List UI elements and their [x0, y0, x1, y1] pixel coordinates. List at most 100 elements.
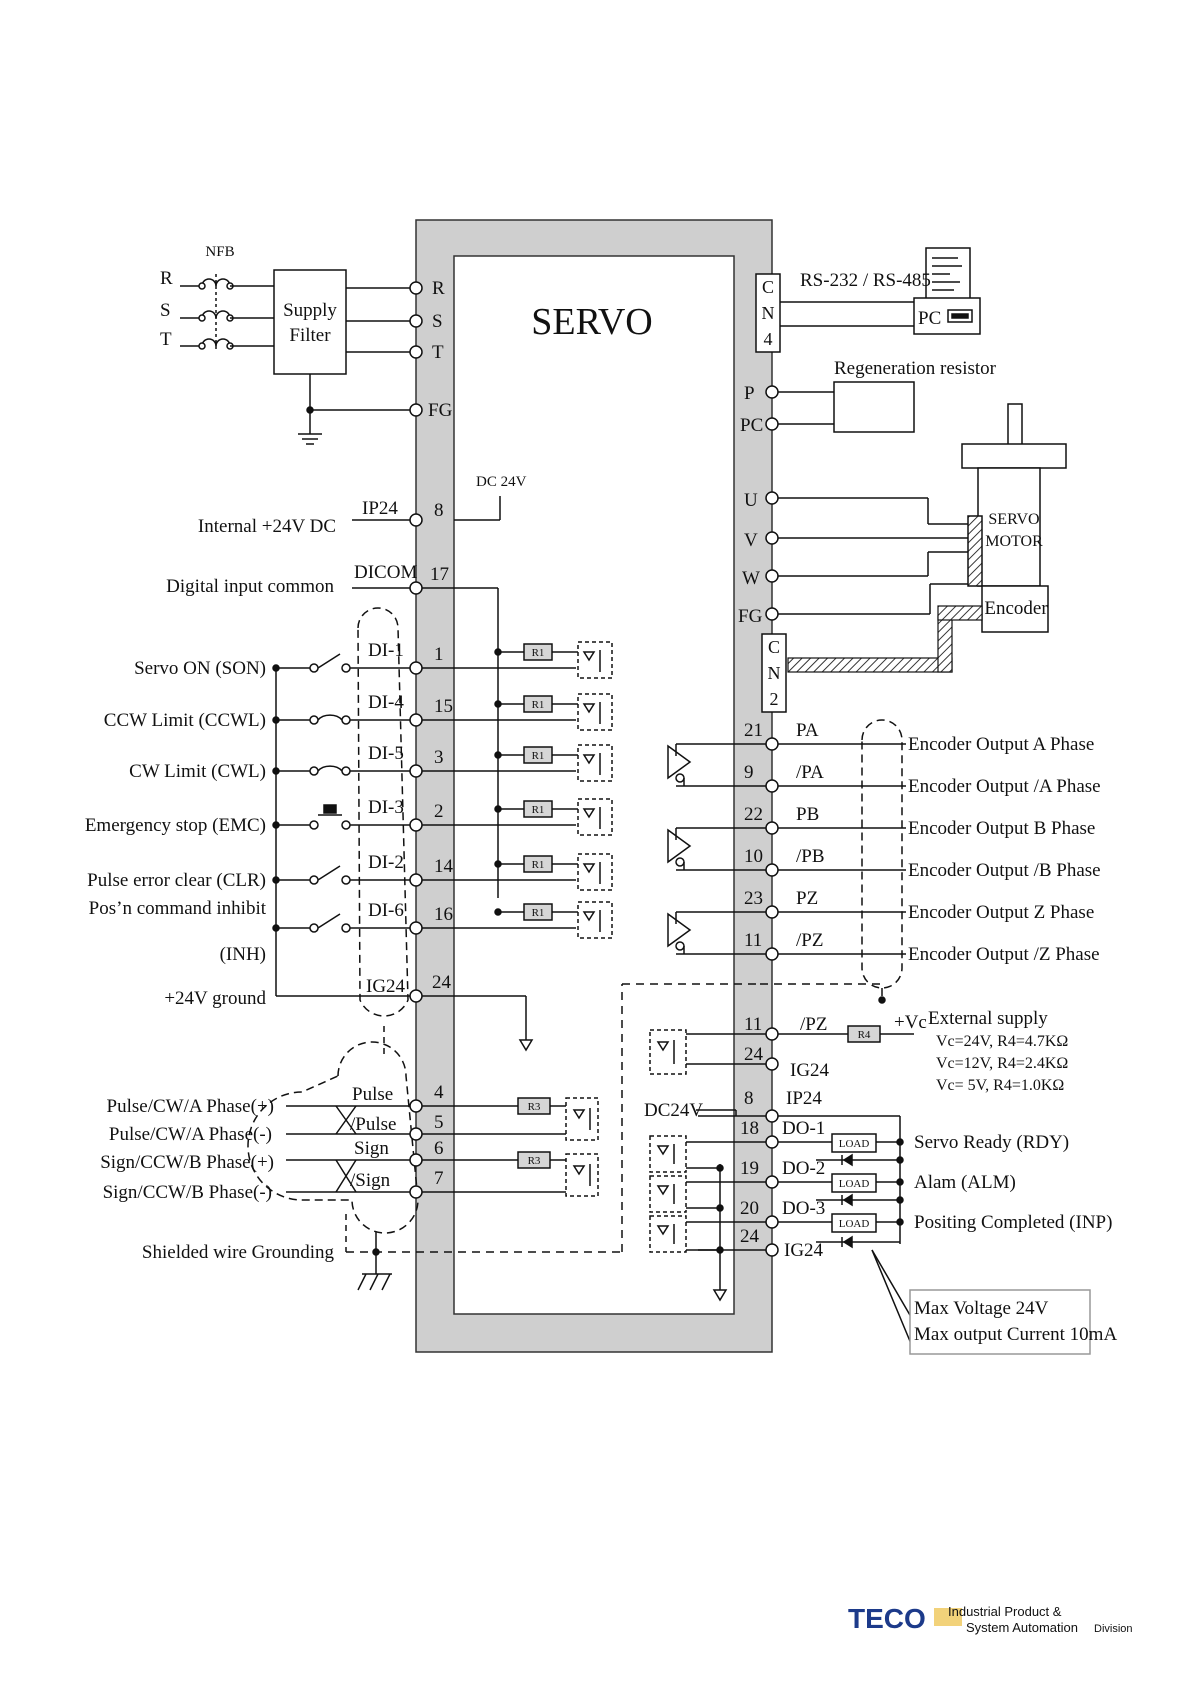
switch-contact	[309, 923, 319, 933]
ground-symbol	[298, 433, 322, 445]
do3-pin: 20	[740, 1198, 759, 1219]
servo-title: SERVO	[531, 301, 653, 343]
nfb-breaker	[180, 274, 274, 352]
terminal-t-label: T	[432, 342, 444, 363]
switch-blade	[317, 865, 341, 881]
line-driver	[667, 912, 692, 948]
regen-label: Regeneration resistor	[834, 358, 997, 379]
estop-button	[323, 804, 337, 814]
dc24v-out-label: DC24V	[644, 1100, 703, 1121]
encoder-pin: 22	[744, 804, 763, 825]
pulse-input-wiring	[247, 983, 760, 1291]
terminal-pin	[409, 661, 423, 675]
encoder-signal: /PB	[796, 846, 825, 867]
encoder-cable	[787, 605, 983, 673]
terminal-p-label: P	[744, 383, 755, 404]
switch-contact	[309, 766, 319, 776]
r1-junction	[494, 860, 502, 868]
switch-contact	[309, 663, 319, 673]
encoder-pin: 10	[744, 846, 763, 867]
nsign-signal: /Sign	[350, 1170, 391, 1191]
ig24-signal: IG24	[366, 976, 406, 997]
teco-line2a: System Automation	[966, 1620, 1078, 1635]
encoder-output-enclosure	[760, 719, 903, 1004]
do2-signal: DO-2	[782, 1158, 825, 1179]
terminal-fg-label: FG	[428, 400, 453, 421]
load-label-2: LOAD	[839, 1178, 870, 1190]
ip24-pin: 8	[434, 500, 444, 521]
nfb-label: NFB	[205, 244, 234, 260]
phase-s-label: S	[160, 300, 171, 321]
switch-blade	[317, 653, 341, 669]
optocoupler	[577, 798, 613, 836]
r3-label-1: R3	[528, 1101, 541, 1113]
optocoupler	[577, 693, 613, 731]
pin-7: 7	[434, 1168, 444, 1189]
r1-label: R1	[532, 907, 545, 919]
encoder-output-row: 9/PA Encoder Output /A Phase	[676, 762, 1101, 797]
encoder-pin: 23	[744, 888, 763, 909]
encoder-label: Encoder	[984, 598, 1048, 619]
optocoupler	[577, 901, 613, 939]
external-supply-title: External supply	[928, 1008, 1048, 1029]
di-desc: Pulse error clear (CLR)	[87, 870, 266, 891]
encoder-desc: Encoder Output /A Phase	[908, 776, 1101, 797]
vc-label: +Vc	[894, 1012, 927, 1033]
switch-contact	[341, 923, 351, 933]
supply-filter-line2: Filter	[289, 325, 331, 346]
encoder-signal: PZ	[796, 888, 818, 909]
di-pin: 3	[434, 747, 444, 768]
di-desc: Pos’n command inhibit	[89, 898, 267, 919]
terminal-pc-label: PC	[740, 415, 763, 436]
cn4-connector	[755, 273, 781, 353]
encoder-signal: /PA	[796, 762, 824, 783]
terminal-pin	[765, 779, 779, 793]
di-pin: 2	[434, 801, 444, 822]
di-signal: DI-1	[368, 640, 404, 661]
oc-ig24-signal: IG24	[790, 1060, 830, 1081]
switch-contact	[309, 875, 319, 885]
ip24-signal: IP24	[362, 498, 398, 519]
terminal-r-label: R	[432, 278, 445, 299]
di-dashed-enclosure	[357, 607, 409, 1017]
pulse-dashed-enclosure	[247, 1041, 419, 1234]
do1-signal: DO-1	[782, 1118, 825, 1139]
oc-pz-pin: 11	[744, 1014, 762, 1035]
switch-contact	[341, 715, 351, 725]
open-collector-output	[649, 1025, 914, 1075]
servo-motor	[765, 403, 1067, 633]
line-driver	[667, 744, 692, 780]
switch-blade	[317, 913, 341, 929]
supply-note-24v: Vc=24V, R4=4.7KΩ	[936, 1033, 1068, 1050]
teco-line2b: Division	[1094, 1623, 1133, 1635]
cn4-letter-4: 4	[764, 329, 773, 349]
pin-4: 4	[434, 1082, 444, 1103]
pin-6: 6	[434, 1138, 444, 1159]
do-ig24-pin: 24	[740, 1226, 760, 1247]
do1-pin: 18	[740, 1118, 759, 1139]
pulse-plus-desc: Pulse/CW/A Phase(+)	[107, 1096, 274, 1117]
r1-junction	[494, 700, 502, 708]
encoder-desc: Encoder Output B Phase	[908, 818, 1095, 839]
max-current-note: Max output Current 10mA	[914, 1324, 1117, 1345]
rs232-label: RS-232 / RS-485	[800, 270, 931, 291]
di-desc: CCW Limit (CCWL)	[104, 710, 266, 731]
encoder-desc: Encoder Output /B Phase	[908, 860, 1101, 881]
npulse-signal: /Pulse	[350, 1114, 396, 1135]
power-input-section	[180, 269, 423, 445]
motor-label-line2: MOTOR	[985, 533, 1043, 550]
encoder-pin: 9	[744, 762, 754, 783]
encoder-desc: Encoder Output /Z Phase	[908, 944, 1100, 965]
r1-label: R1	[532, 750, 545, 762]
supply-note-12v: Vc=12V, R4=2.4KΩ	[936, 1055, 1068, 1072]
switch-contact	[341, 663, 351, 673]
di-pin: 1	[434, 644, 444, 665]
cn2-letter-n: N	[768, 663, 781, 683]
terminal-s-label: S	[432, 311, 443, 332]
encoder-desc: Encoder Output A Phase	[908, 734, 1094, 755]
terminal-pin	[409, 921, 423, 935]
di-signal: DI-5	[368, 743, 404, 764]
